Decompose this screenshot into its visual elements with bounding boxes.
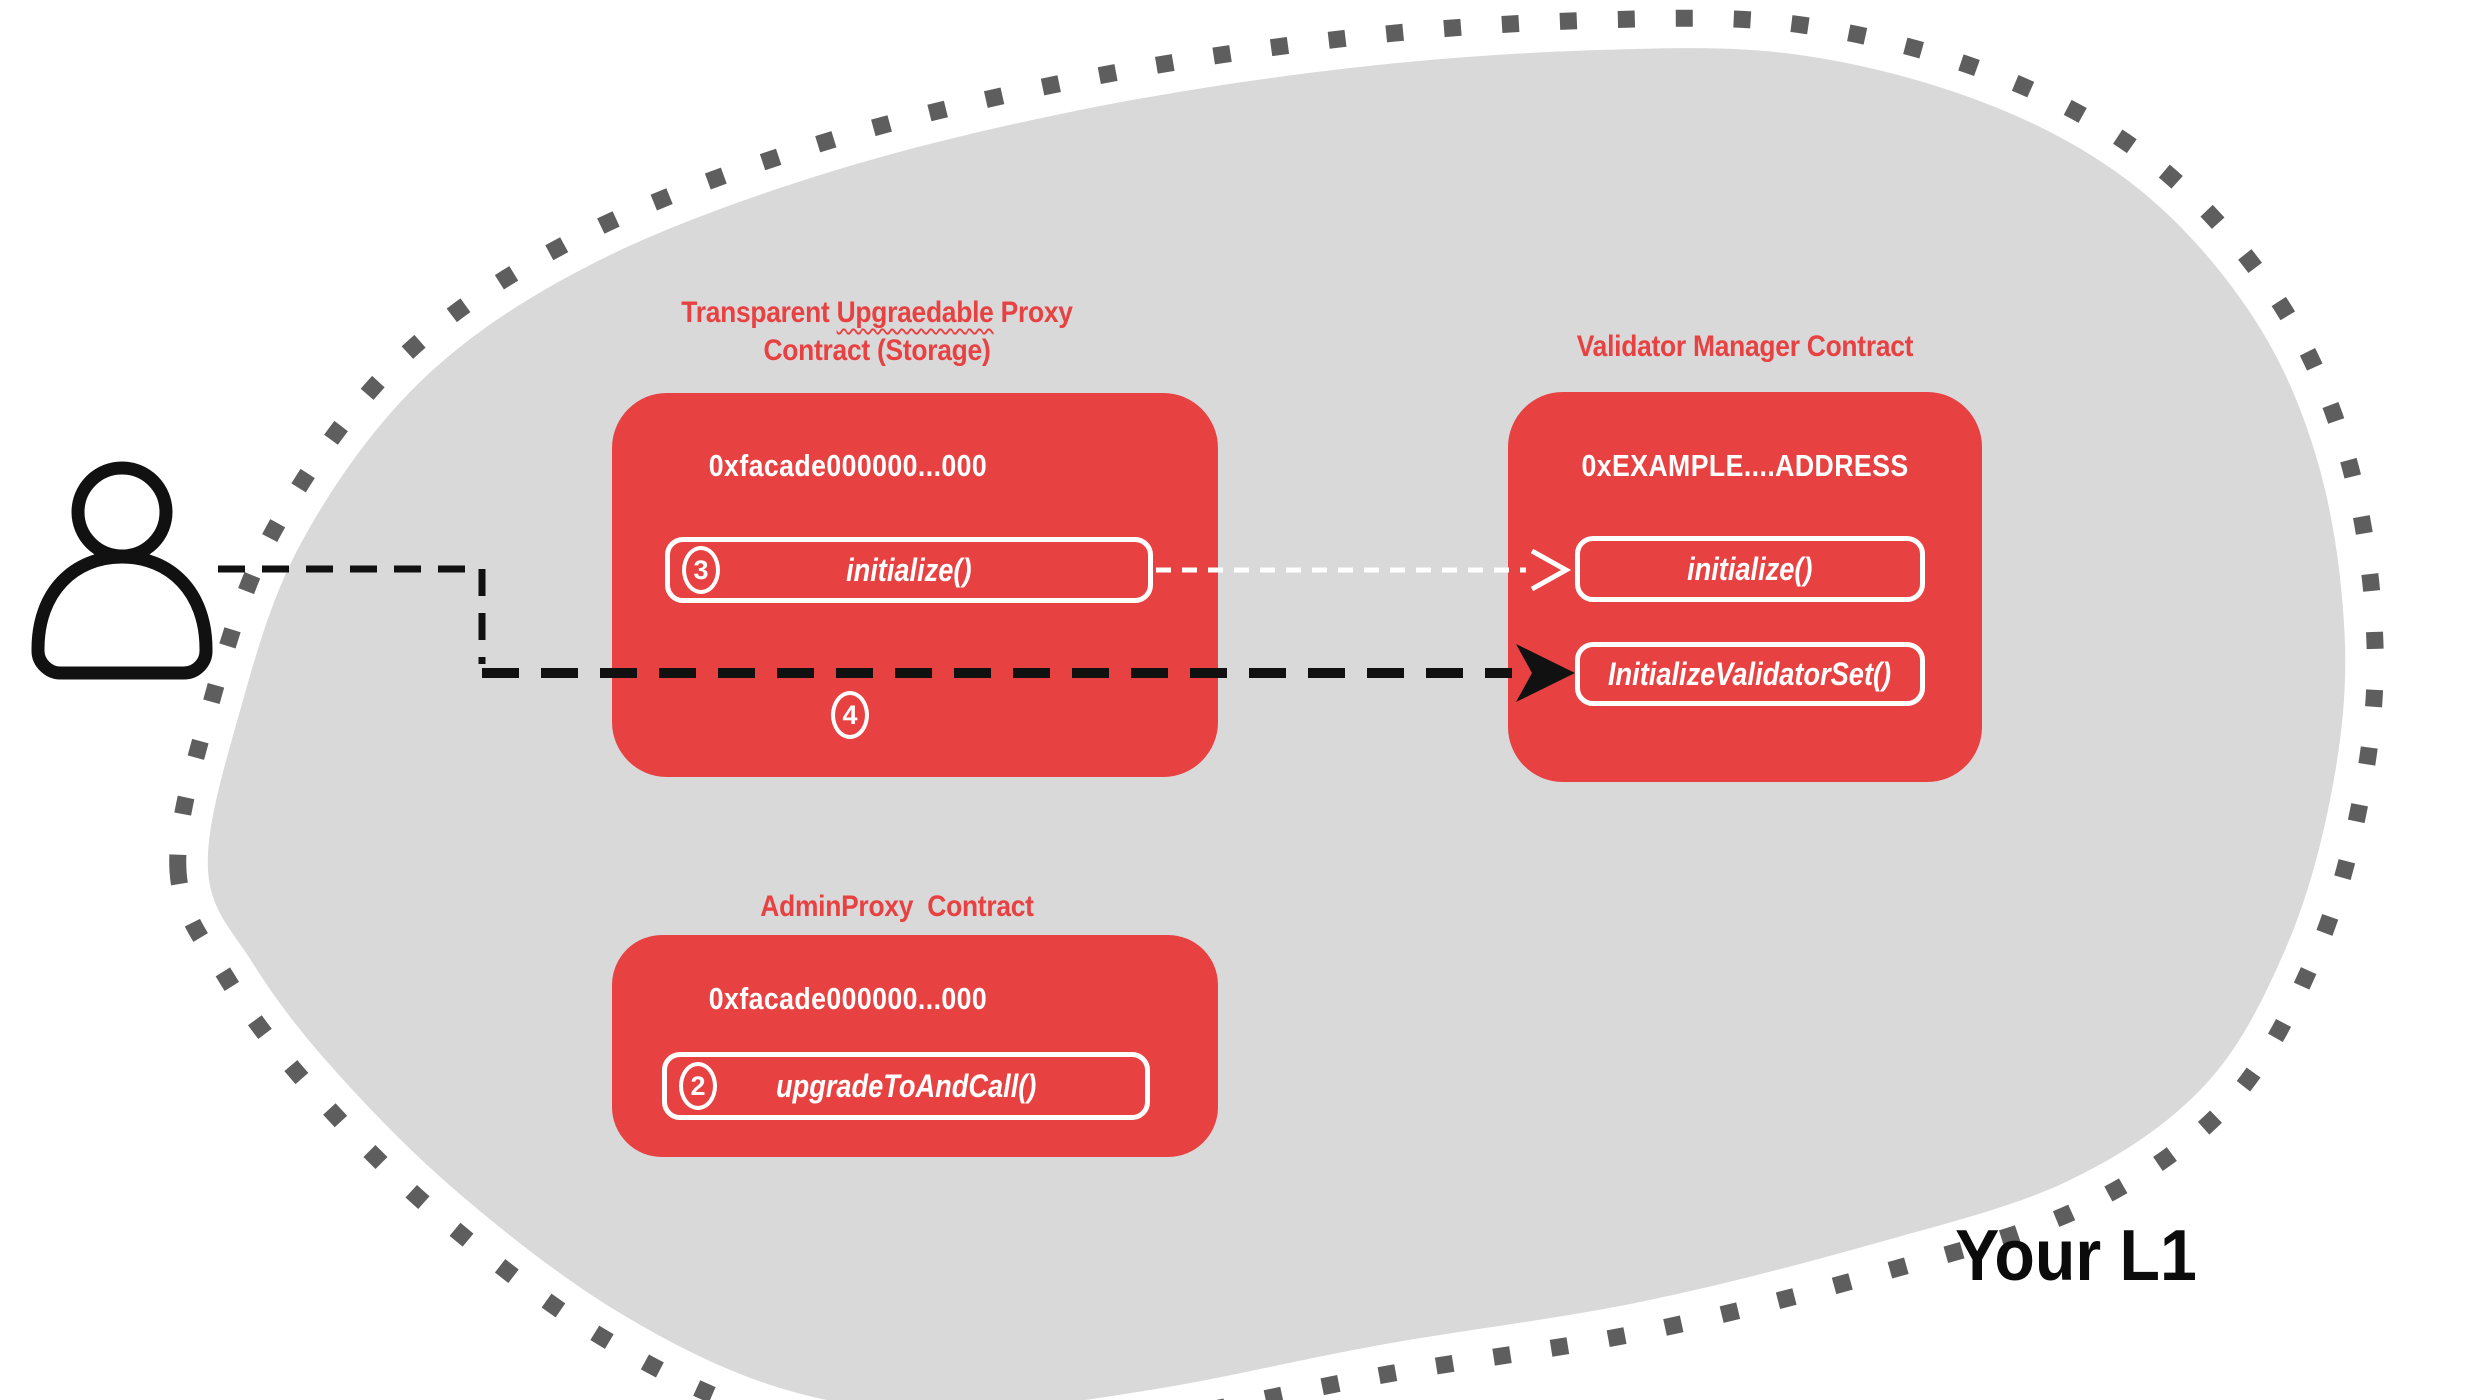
validator-initialize-label: initialize() bbox=[1687, 550, 1813, 587]
proxy-initialize-label: initialize() bbox=[846, 551, 972, 588]
proxy-title-line2: Contract (Storage) bbox=[763, 334, 991, 367]
person-call-dashed-line bbox=[218, 565, 486, 664]
admin-upgrade-pill: 2 upgradeToAndCall() bbox=[662, 1052, 1150, 1120]
admin-contract-title: AdminProxy Contract bbox=[760, 890, 1034, 923]
validator-contract-title: Validator Manager Contract bbox=[1576, 330, 1914, 363]
proxy-title-line1: Transparent Upgraedable Proxy bbox=[613, 294, 1141, 332]
l1-blob-dotted-border bbox=[169, 9, 2384, 1400]
proxy-title-word-1: Transparent bbox=[681, 296, 837, 329]
proxy-title-word-3: Proxy bbox=[993, 296, 1073, 329]
validator-initialize-pill: initialize() bbox=[1575, 536, 1925, 602]
proxy-contract-address: 0xfacade000000...000 bbox=[708, 448, 988, 483]
proxy-title-misspelled-word: Upgraedable bbox=[836, 296, 994, 329]
admin-contract-box: 0xfacade000000...000 2 upgradeToAndCall(… bbox=[612, 935, 1218, 1157]
step-2-badge: 2 bbox=[679, 1062, 717, 1110]
proxy-initialize-pill: 3 initialize() bbox=[665, 537, 1153, 603]
validator-initialize-set-label: InitializeValidatorSet() bbox=[1608, 655, 1892, 692]
person-icon bbox=[31, 461, 213, 680]
proxy-contract-title: Transparent Upgraedable Proxy Contract (… bbox=[613, 294, 1141, 370]
admin-upgrade-label: upgradeToAndCall() bbox=[775, 1067, 1037, 1104]
validator-contract-box: 0xEXAMPLE....ADDRESS initialize() Initia… bbox=[1508, 392, 1982, 782]
validator-contract-address: 0xEXAMPLE....ADDRESS bbox=[1581, 448, 1909, 483]
your-l1-label: Your L1 bbox=[1955, 1216, 2197, 1296]
proxy-contract-box: 0xfacade000000...000 3 initialize() 4 bbox=[612, 393, 1218, 777]
step-4-badge: 4 bbox=[831, 691, 869, 739]
step-3-badge: 3 bbox=[682, 546, 720, 594]
validator-initialize-set-pill: InitializeValidatorSet() bbox=[1575, 642, 1925, 706]
admin-contract-address: 0xfacade000000...000 bbox=[708, 981, 988, 1016]
l1-blob-fill bbox=[207, 48, 2346, 1400]
